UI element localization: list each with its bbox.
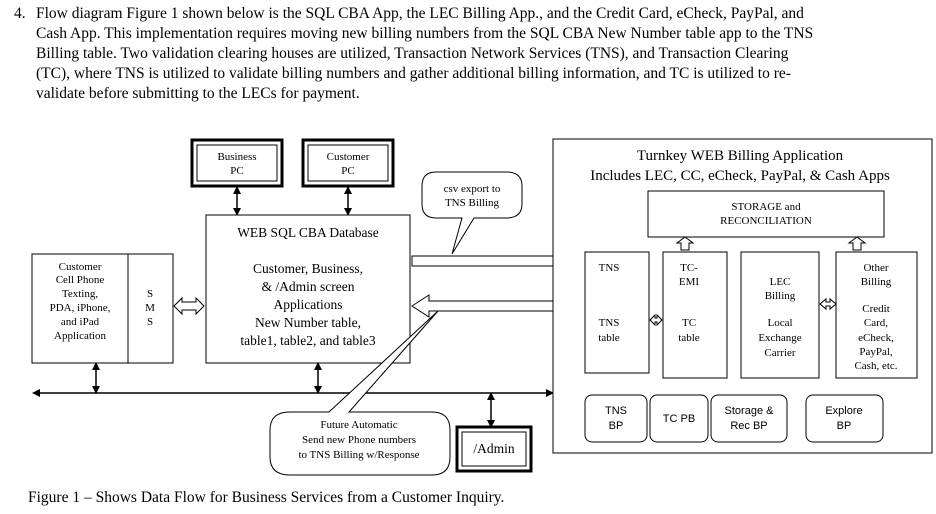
lec-box: LEC Billing Local Exchange Carrier xyxy=(740,251,820,379)
lec-label: LEC xyxy=(770,276,791,288)
cell-app-label: PDA, iPhone, xyxy=(50,302,111,314)
csv-callout: csv export to TNS Billing xyxy=(421,171,523,255)
cell-app-label: and iPad xyxy=(61,316,100,328)
bp-label: BP xyxy=(609,420,624,432)
tc-pb-box: TC PB xyxy=(649,394,709,443)
bp-label: BP xyxy=(837,420,852,432)
lec-label: Exchange xyxy=(758,332,801,344)
csv-callout-text: TNS Billing xyxy=(445,197,500,209)
bp-label: Rec BP xyxy=(730,420,767,432)
bp-label: TC PB xyxy=(663,413,695,425)
other-label: Credit xyxy=(862,303,890,315)
other-label: Card, xyxy=(864,317,888,329)
future-callout: Future Automatic Send new Phone numbers … xyxy=(269,310,451,476)
cell-app-label: Cell Phone xyxy=(56,274,105,286)
tc-storage-arrow xyxy=(675,236,695,251)
other-label: Other xyxy=(863,262,888,274)
business-pc-label: PC xyxy=(230,165,243,177)
future-callout-text: Future Automatic xyxy=(320,419,397,431)
tns-bp-box: TNS BP xyxy=(584,394,648,443)
database-line: table1, table2, and table3 xyxy=(240,333,376,348)
tc-label: table xyxy=(678,332,699,344)
sms-label: S xyxy=(147,316,153,328)
cell-app-label: Texting, xyxy=(62,288,98,300)
bp-label: Storage & xyxy=(725,405,775,417)
lec-label: Carrier xyxy=(764,347,795,359)
tns-label: table xyxy=(598,332,619,344)
other-label: Cash, etc. xyxy=(854,360,897,372)
sms-db-block-arrow xyxy=(173,296,205,316)
future-callout-text: to TNS Billing w/Response xyxy=(298,449,419,461)
turnkey-title: Turnkey WEB Billing Application xyxy=(637,148,844,164)
explore-bp-box: Explore BP xyxy=(805,394,884,443)
bp-label: Explore xyxy=(825,405,862,417)
database-line: New Number table, xyxy=(255,315,361,330)
database-title: WEB SQL CBA Database xyxy=(237,225,379,240)
tns-label: TNS xyxy=(599,317,620,329)
cell-app-label: Application xyxy=(54,330,106,342)
sql-database-box: WEB SQL CBA Database Customer, Business,… xyxy=(205,214,411,364)
tc-box: TC- EMI TC table xyxy=(662,251,728,379)
tc-label: EMI xyxy=(679,276,700,288)
paragraph-text: Flow diagram Figure 1 shown below is the… xyxy=(36,4,921,104)
sms-label: M xyxy=(145,302,155,314)
tc-label: TC xyxy=(682,317,696,329)
tc-label: TC- xyxy=(680,262,698,274)
storage-rec-bp-box: Storage & Rec BP xyxy=(710,394,788,443)
database-line: & /Admin screen xyxy=(262,279,355,294)
csv-callout-text: csv export to xyxy=(444,183,501,195)
storage-label: RECONCILIATION xyxy=(720,215,812,227)
other-storage-arrow xyxy=(847,236,867,251)
customer-pc-label: PC xyxy=(341,165,354,177)
lec-label: Local xyxy=(767,317,792,329)
figure-caption: Figure 1 – Shows Data Flow for Business … xyxy=(28,489,505,506)
business-pc-box: Business PC xyxy=(190,138,284,188)
paragraph-line: (TC), where TNS is utilized to validate … xyxy=(36,65,791,82)
database-line: Applications xyxy=(274,297,343,312)
admin-box: /Admin xyxy=(455,425,533,473)
turnkey-subtitle: Includes LEC, CC, eCheck, PayPal, & Cash… xyxy=(590,168,890,184)
storage-box: STORAGE and RECONCILIATION xyxy=(647,190,885,238)
tns-label: TNS xyxy=(599,262,620,274)
paragraph-line: Cash App. This implementation requires m… xyxy=(36,25,814,42)
bp-label: TNS xyxy=(605,405,627,417)
customer-pc-box: Customer PC xyxy=(301,138,395,188)
admin-label: /Admin xyxy=(473,441,515,456)
item-number: 4. xyxy=(14,5,26,22)
cell-app-box: Customer Cell Phone Texting, PDA, iPhone… xyxy=(31,253,174,364)
sms-label: S xyxy=(147,288,153,300)
other-billing-box: Other Billing Credit Card, eCheck, PayPa… xyxy=(835,251,918,379)
business-pc-label: Business xyxy=(217,151,256,163)
tns-box: TNS TNS table xyxy=(584,251,650,374)
customer-pc-label: Customer xyxy=(327,151,370,163)
paragraph-line: Flow diagram Figure 1 shown below is the… xyxy=(36,5,804,22)
database-line: Customer, Business, xyxy=(253,261,363,276)
cell-app-label: Customer xyxy=(59,261,102,273)
other-label: PayPal, xyxy=(859,346,893,358)
lec-label: Billing xyxy=(765,290,796,302)
paragraph-line: validate before submitting to the LECs f… xyxy=(36,85,360,102)
storage-label: STORAGE and xyxy=(731,201,801,213)
other-label: Billing xyxy=(861,276,892,288)
tns-tc-arrow xyxy=(649,313,663,327)
other-label: eCheck, xyxy=(858,332,894,344)
paragraph-line: Billing table. Two validation clearing h… xyxy=(36,45,789,62)
future-callout-text: Send new Phone numbers xyxy=(302,434,416,446)
